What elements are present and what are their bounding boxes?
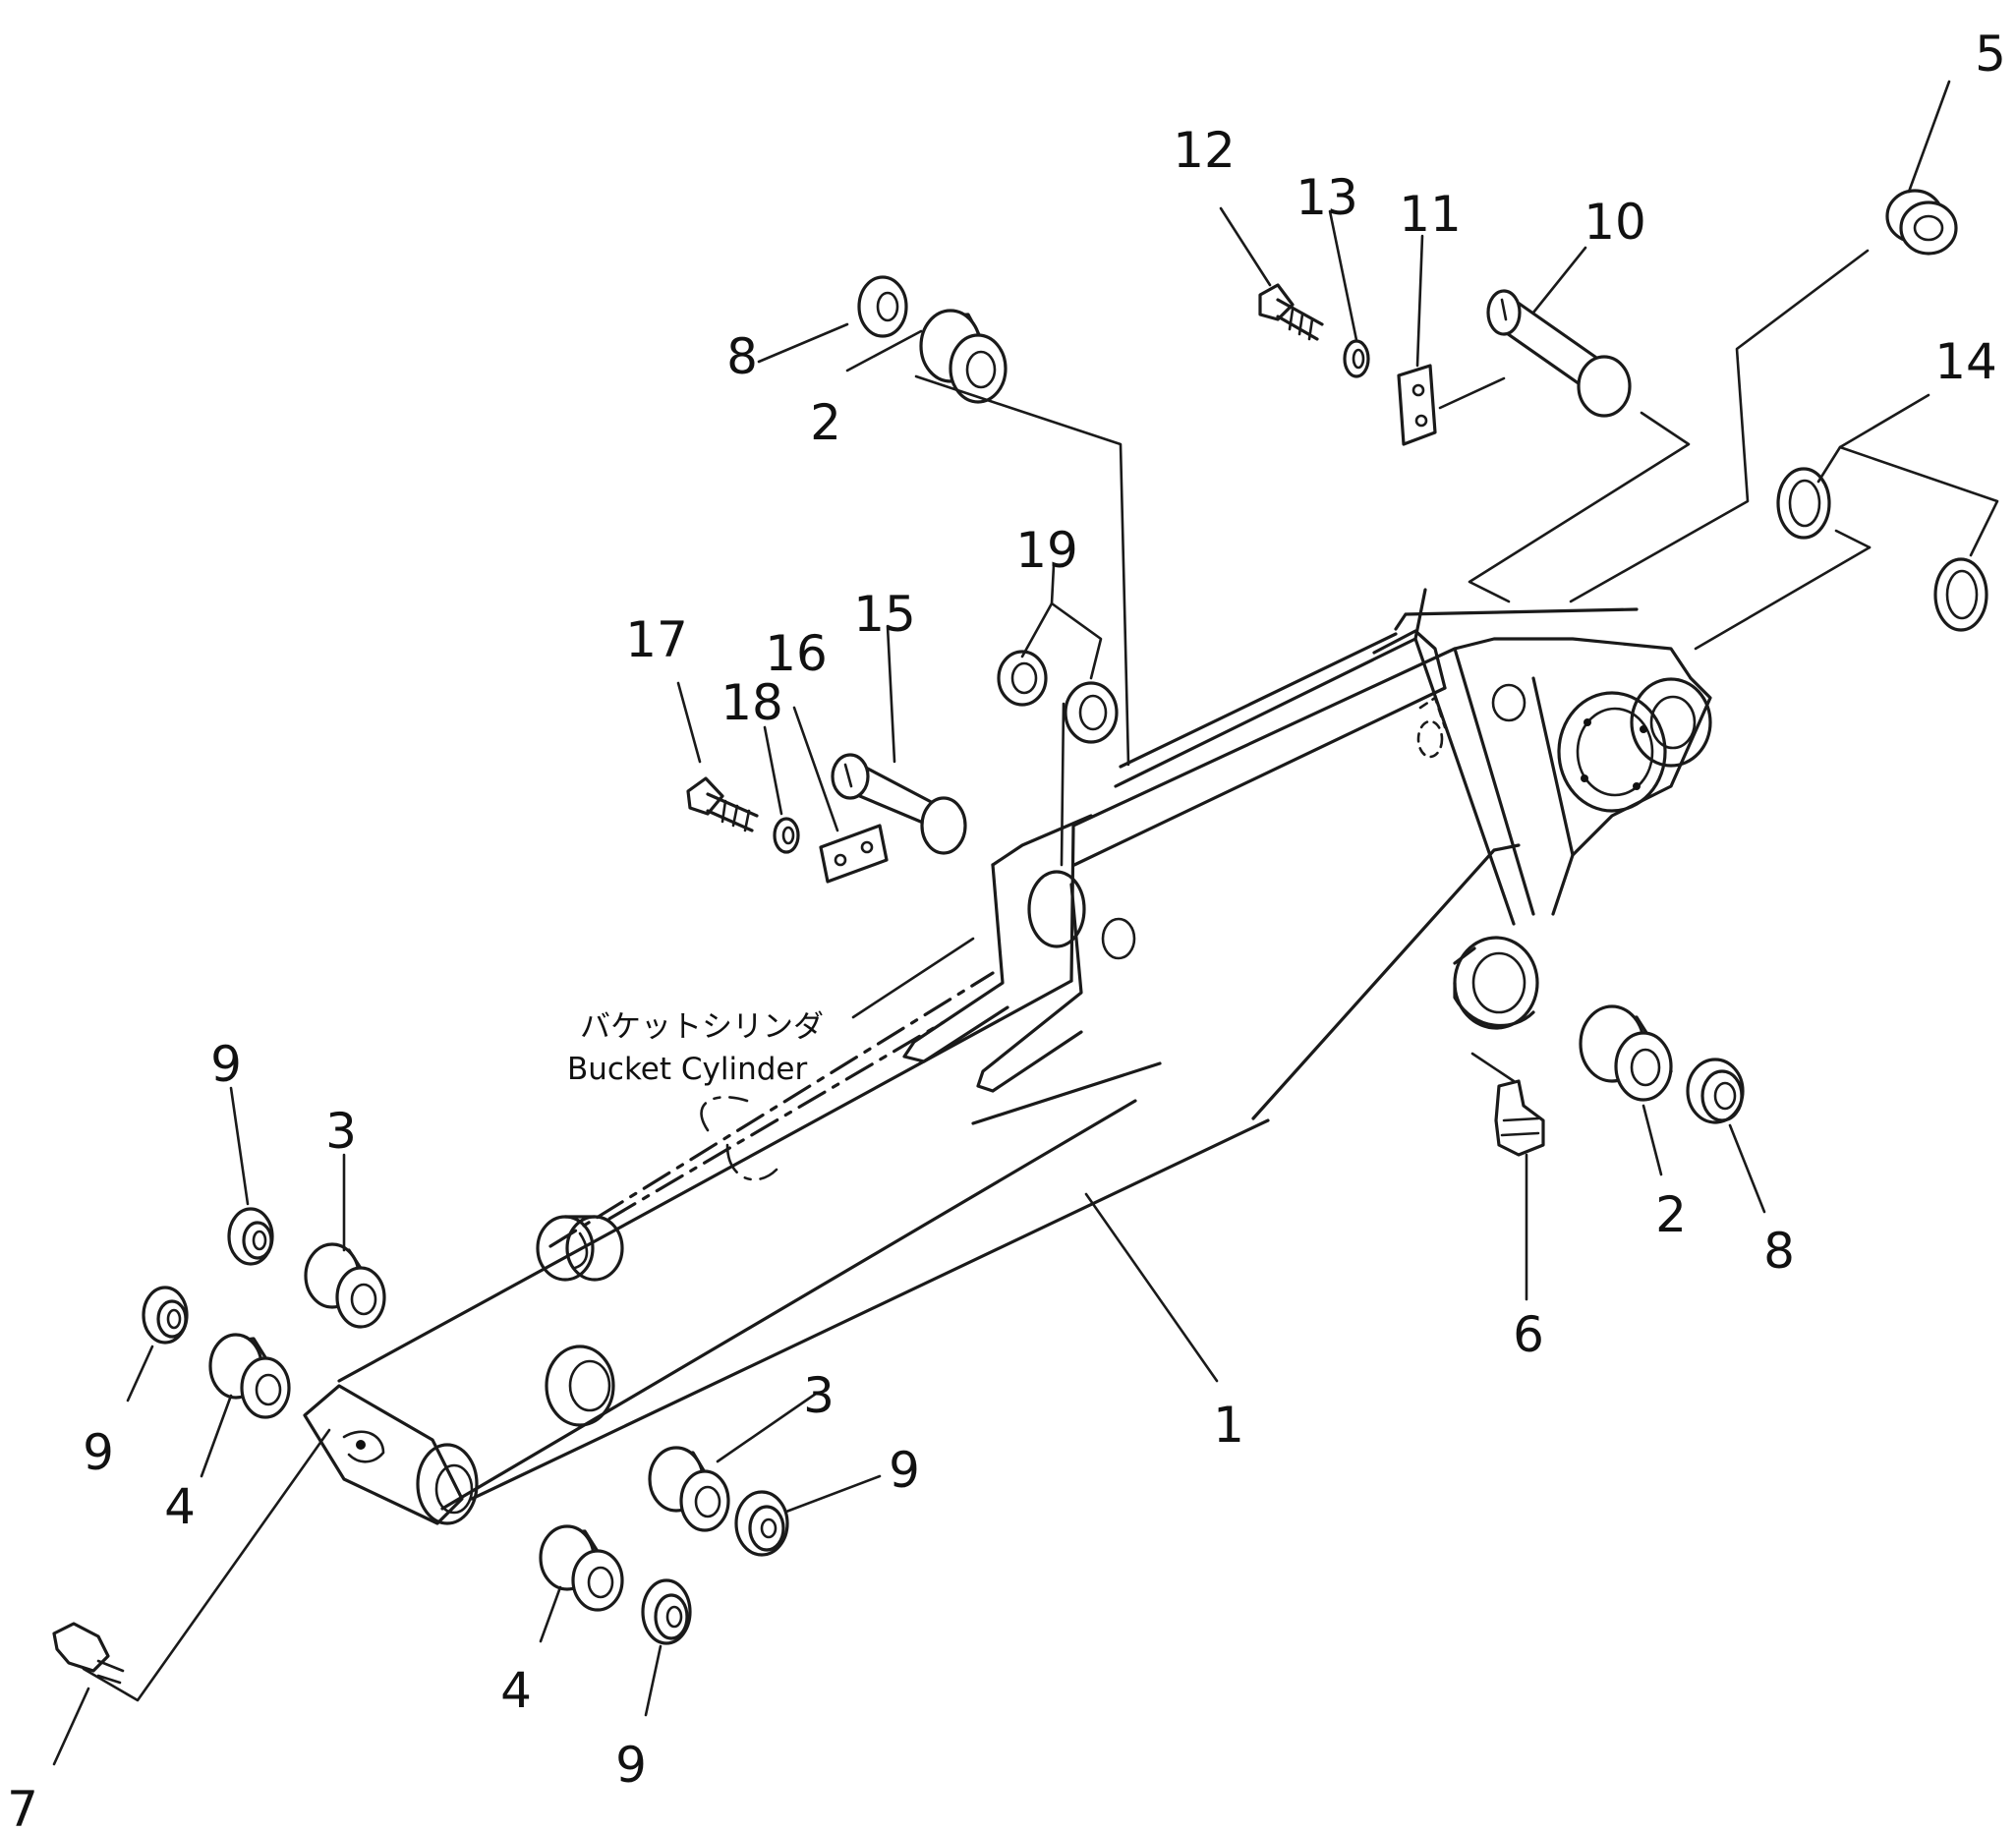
arm-body: [303, 588, 1712, 1525]
callout-14: 14: [1934, 333, 1997, 390]
callout-15: 15: [853, 586, 916, 643]
part-10-pin: [1486, 289, 1632, 418]
callout-6: 6: [1513, 1306, 1544, 1363]
callout-10: 10: [1584, 194, 1646, 251]
callout-12: 12: [1173, 122, 1236, 179]
part-8-upper: [857, 275, 908, 338]
callout-8-upper: 8: [726, 328, 758, 385]
callout-4-upper: 4: [164, 1478, 196, 1535]
part-7-grease-fitting: [52, 1622, 125, 1685]
part-14-shims: [1776, 467, 1988, 632]
callout-17: 17: [625, 611, 688, 668]
callout-8-lower: 8: [1763, 1223, 1795, 1280]
callout-16: 16: [765, 625, 828, 682]
callout-4-lower: 4: [500, 1662, 532, 1719]
callout-7: 7: [7, 1781, 38, 1832]
callout-3-upper: 3: [325, 1103, 357, 1160]
callout-11: 11: [1399, 186, 1462, 243]
callout-9-right: 9: [889, 1442, 920, 1499]
callout-9-left: 9: [83, 1424, 114, 1481]
callout-2-lower: 2: [1655, 1186, 1687, 1243]
part-4-lower-bushing: [539, 1524, 624, 1612]
callout-2-upper: 2: [810, 394, 841, 451]
part-15-pin: [831, 753, 967, 855]
part-6-grease-fitting: [1494, 1079, 1545, 1157]
caption-japanese: バケットシリンダ: [580, 1009, 824, 1045]
part-5: [1885, 189, 1958, 256]
part-13-washer: [1343, 339, 1370, 378]
part-4-upper-bushing: [208, 1333, 291, 1419]
part-3-upper-bushing: [304, 1242, 386, 1329]
bucket-cylinder-caption: バケットシリンダ Bucket Cylinder: [567, 1009, 824, 1087]
callout-18: 18: [720, 674, 783, 731]
part-19-shims: [997, 650, 1119, 744]
part-2-lower-bushing: [1579, 1004, 1673, 1102]
part-3-lower-bushing: [648, 1446, 730, 1532]
callout-numbers: 1 2 2 3 3 4 4 5 6 7 8 8 9 9 9 9 10 11 12…: [7, 26, 2006, 1832]
callout-1: 1: [1213, 1397, 1244, 1454]
callout-13: 13: [1296, 169, 1358, 226]
part-8-lower: [1686, 1058, 1745, 1124]
caption-english: Bucket Cylinder: [567, 1052, 808, 1087]
part-9-bottom: [641, 1578, 692, 1645]
bucket-cylinder: [548, 971, 995, 1248]
callout-5: 5: [1975, 26, 2006, 83]
callout-19: 19: [1015, 522, 1078, 579]
part-9-upper: [227, 1207, 274, 1266]
part-12-bolt: [1258, 283, 1324, 341]
leader-lines: [52, 80, 1999, 1766]
callout-3-lower: 3: [803, 1367, 835, 1424]
part-9-lower-right: [734, 1490, 789, 1557]
callout-9-upper: 9: [210, 1036, 242, 1093]
callout-9-bottom: 9: [615, 1737, 647, 1794]
part-16-plate: [819, 824, 889, 884]
part-2-upper-bushing: [919, 309, 1008, 404]
part-9-left: [142, 1286, 189, 1345]
part-11-plate: [1397, 364, 1437, 446]
part-17-bolt: [686, 776, 759, 832]
part-18-washer: [773, 817, 800, 854]
